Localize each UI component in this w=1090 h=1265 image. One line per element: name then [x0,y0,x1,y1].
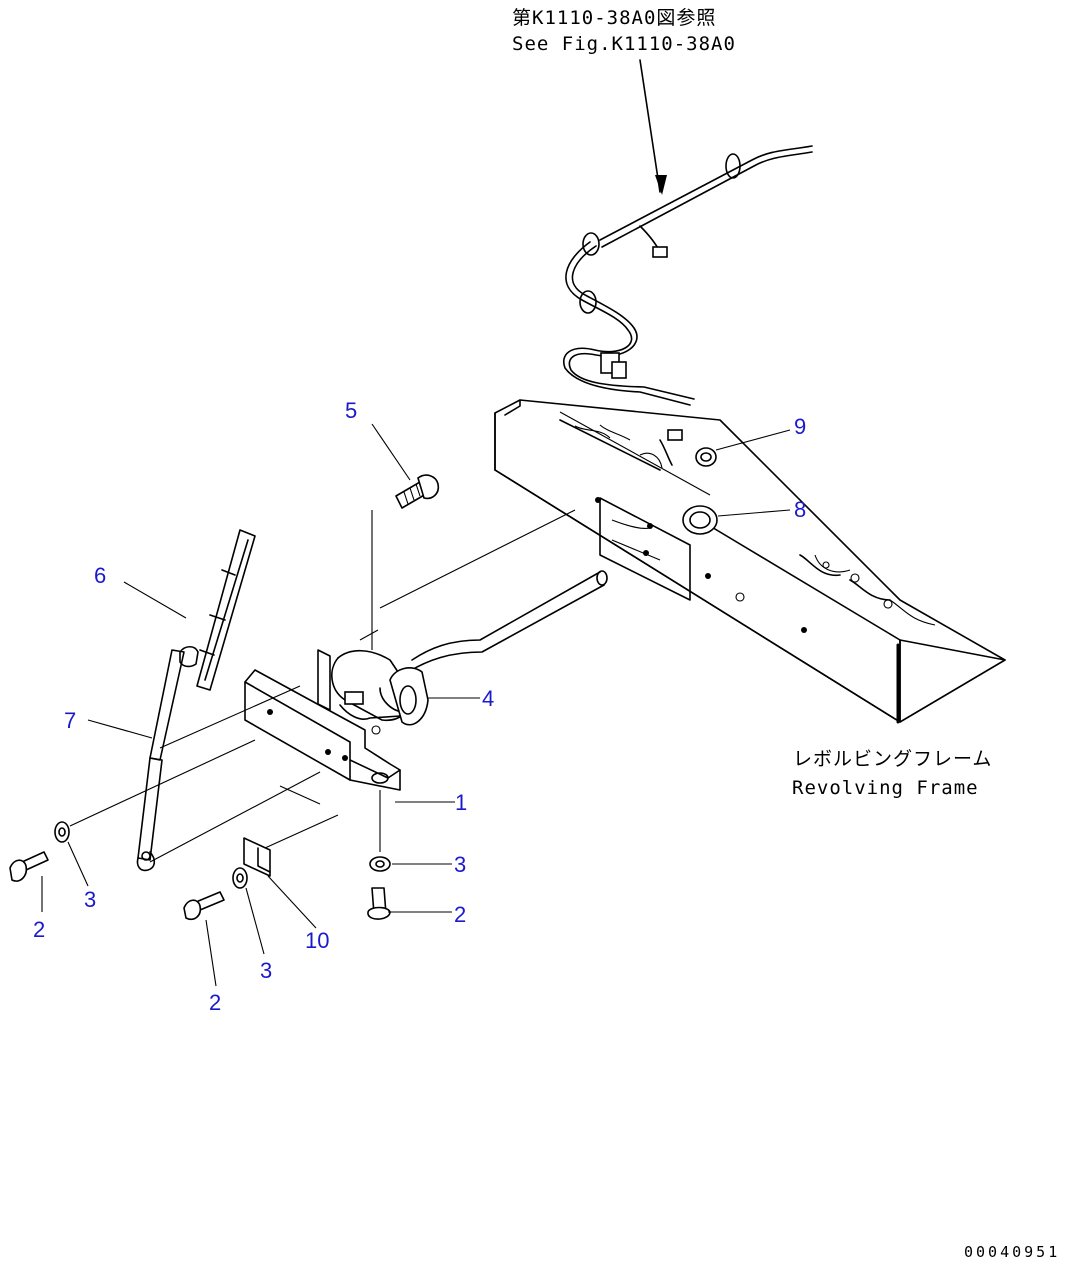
reference-text-en: See Fig.K1110-38A0 [512,33,736,55]
frame-label-jp: レボルビングフレーム [793,748,992,770]
washer-3-center [232,867,248,889]
grommet-9 [695,447,717,467]
callout-4: 4 [482,686,494,711]
assembly-guide-lines [69,509,576,863]
callout-1: 1 [455,790,467,815]
reference-arrow-shaft [639,59,661,193]
bracket-1 [244,649,401,791]
frame-label-en: Revolving Frame [792,777,979,799]
callout-8: 8 [794,497,806,522]
callout-10: 10 [305,928,329,953]
callout-6: 6 [94,563,106,588]
leader-lines [41,423,791,987]
plate-10 [243,837,271,877]
cap-screw-5 [395,474,440,509]
wiper-arm-7 [136,649,185,872]
callout-2-right: 2 [454,902,466,927]
washer-hose [407,570,608,673]
document-number: 00040951 [964,1243,1060,1261]
callout-2-left: 2 [33,917,45,942]
callout-3-center: 3 [260,958,272,983]
callout-3-right: 3 [454,852,466,877]
reference-text-jp: 第K1110-38A0図参照 [512,7,716,29]
washer-3-left [54,821,70,843]
bolt-2-left [9,851,49,882]
bolt-2-right [367,887,391,920]
callout-2-center: 2 [209,990,221,1015]
grommet-8 [682,505,718,535]
revolving-frame [494,399,1006,724]
callout-3-left: 3 [84,887,96,912]
wiper-blade-6 [179,529,256,691]
washer-3-right [369,856,391,872]
callout-9: 9 [794,414,806,439]
wire-harness [563,145,813,466]
wiper-motor-4 [331,649,429,735]
bolt-2-center [183,891,225,921]
callout-7: 7 [64,708,76,733]
callout-5: 5 [345,398,357,423]
reference-arrow-head [655,175,667,195]
